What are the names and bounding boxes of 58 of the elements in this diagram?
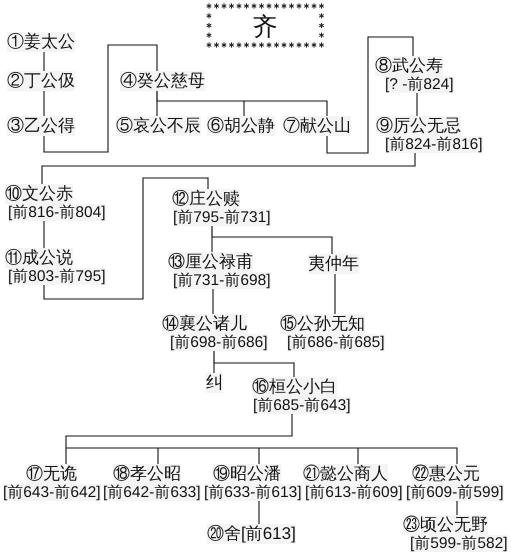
reign-years: [前599-前582] (410, 535, 508, 552)
person-name: ㉒惠公元 (412, 464, 480, 484)
person-name: ⑦献公山 (283, 116, 351, 136)
reign-years: [前803-前795] (8, 268, 106, 285)
lineage-line (416, 93, 418, 116)
person-name: ⑳舍[前613] (207, 524, 296, 544)
person-name: ⑫庄公赎 (172, 189, 240, 209)
person-name: ⑤哀公不辰 (116, 116, 201, 136)
person-name: ⑬厘公禄甫 (168, 252, 253, 272)
person-name: 纠 (206, 373, 223, 393)
person-name: ⑨厉公无忌 (376, 116, 461, 136)
reign-years: [前642-前633] (103, 484, 200, 501)
title: 齐 (252, 12, 278, 42)
reign-years: [前643-前642] (3, 484, 100, 501)
lineage-line (43, 91, 45, 116)
reign-years: [前698-前686] (170, 334, 268, 351)
lineage-line (43, 177, 209, 300)
lineage-line (41, 153, 416, 184)
person-name: ㉑懿公商人 (303, 464, 388, 484)
person-name: ⑰无诡 (26, 464, 77, 484)
reign-years: [前816-前804] (8, 204, 106, 221)
reign-years: [前685-前643] (253, 397, 350, 414)
reign-years: [前824-前816] (385, 136, 482, 153)
person-name: ⑯桓公小白 (252, 377, 337, 397)
lineage-line (43, 44, 158, 153)
reign-years: [前609-前599] (406, 484, 504, 501)
person-name: ⑥胡公静 (207, 116, 275, 136)
person-name: ⑪成公说 (5, 248, 73, 268)
lineage-line (211, 226, 333, 254)
reign-years: [前795-前731] (173, 209, 270, 226)
lineage-line (65, 414, 293, 448)
person-name: ⑱孝公昭 (113, 464, 181, 484)
lineage-line (213, 351, 295, 377)
person-name: ⑩文公赤 (5, 184, 73, 204)
person-name: ②丁公伋 (7, 71, 75, 91)
person-name: ⑧武公寿 (375, 56, 443, 76)
lineage-line (456, 501, 458, 515)
lineage-line (326, 36, 414, 154)
reign-years: [前633-前613] (204, 484, 302, 501)
person-name: ⑲昭公潘 (213, 464, 281, 484)
reign-years: [前686-前685] (287, 334, 384, 351)
lineage-line (43, 52, 45, 71)
person-name: ㉓顷公无野 (403, 515, 488, 535)
lineage-line (258, 501, 260, 524)
person-name: ⑮公孙无知 (280, 314, 365, 334)
lineage-line (156, 91, 328, 116)
person-name: ③乙公得 (7, 116, 75, 136)
reign-years: [前731-前698] (173, 272, 270, 289)
lineage-line (43, 221, 45, 248)
lineage-line (334, 274, 336, 314)
lineage-line (212, 289, 214, 314)
reign-years: [? -前824] (385, 76, 454, 93)
person-name: ④癸公慈母 (120, 71, 205, 91)
person-name: ⑭襄公诸儿 (162, 314, 247, 334)
lineage-line (65, 448, 67, 464)
person-name: 夷仲年 (308, 254, 359, 274)
person-name: ①姜太公 (7, 32, 75, 52)
reign-years: [前613-前609] (305, 484, 402, 501)
